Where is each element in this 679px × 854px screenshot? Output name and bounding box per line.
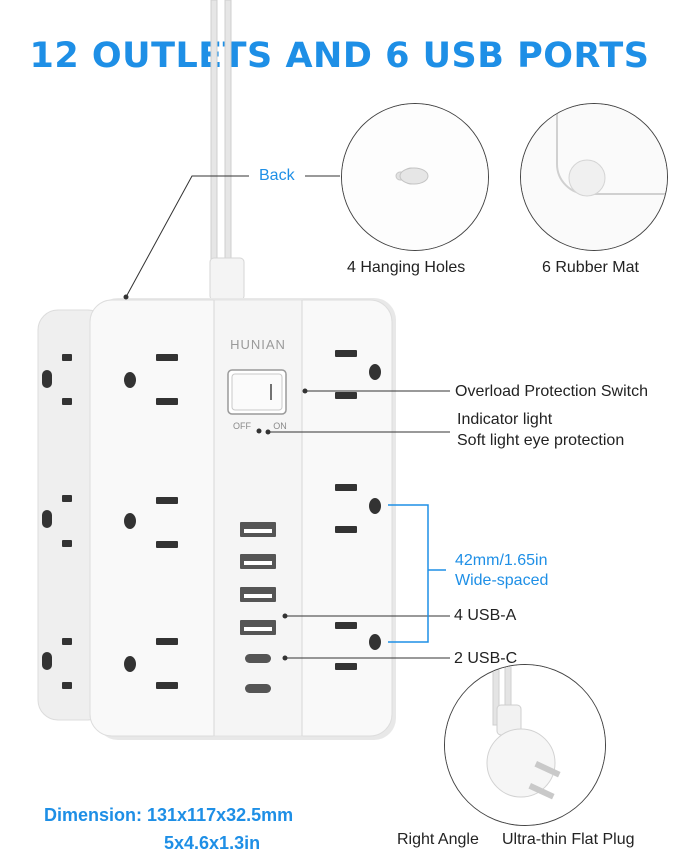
back-label: Back	[259, 167, 295, 184]
brand-label: HUNIAN	[230, 337, 286, 352]
power-cord	[209, 0, 245, 300]
overload-switch-label: Overload Protection Switch	[455, 383, 648, 400]
flat-plug-detail	[444, 664, 606, 826]
rubber-mat-detail	[520, 103, 668, 251]
power-strip-device: HUNIAN OFF ON	[37, 298, 396, 740]
usb-c-label: 2 USB-C	[454, 650, 518, 667]
switch-off-label: OFF	[233, 421, 251, 431]
right-angle-label: Right Angle	[397, 831, 479, 848]
usb-a-label: 4 USB-A	[454, 607, 517, 624]
spacing-label-line2: Wide-spaced	[455, 572, 549, 589]
dimension-metric: Dimension: 131x117x32.5mm	[44, 805, 294, 825]
usb-a-ports	[240, 522, 276, 635]
indicator-light-label: Indicator light	[457, 411, 553, 428]
hanging-holes-label: 4 Hanging Holes	[347, 259, 466, 276]
flat-plug-label: Ultra-thin Flat Plug	[502, 831, 635, 848]
dimension-imperial: 5x4.6x1.3in	[164, 833, 261, 853]
usb-c-ports	[245, 654, 271, 693]
indicator-light	[256, 428, 262, 434]
switch-on-label: ON	[273, 421, 287, 431]
page-title: 12 OUTLETS AND 6 USB PORTS	[29, 36, 650, 76]
spacing-label-line1: 42mm/1.65in	[455, 552, 548, 569]
rubber-mat-label: 6 Rubber Mat	[542, 259, 639, 276]
soft-light-label: Soft light eye protection	[457, 432, 625, 449]
hanging-holes-detail	[341, 103, 489, 251]
